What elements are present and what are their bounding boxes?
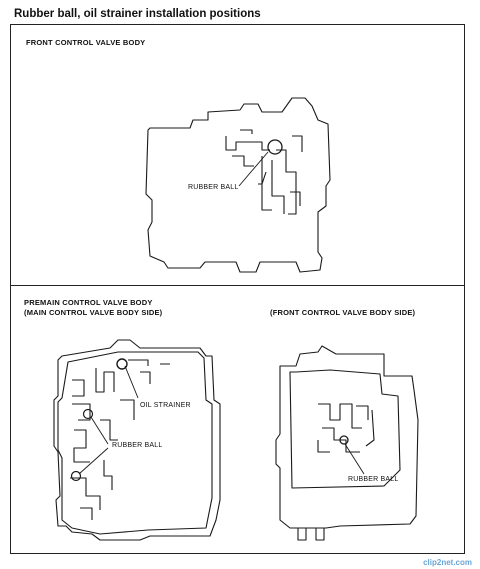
watermark: clip2net.com [423,558,472,567]
front-control-valve-body [145,97,331,273]
diagram-frame [10,24,465,554]
front-control-valve-body-side [275,345,419,541]
premain-control-valve-body [53,339,221,541]
front-section-heading: FRONT CONTROL VALVE BODY [26,38,146,47]
premain-rubber-ball-callout: RUBBER BALL [112,442,163,449]
premain-section-subheading: (MAIN CONTROL VALVE BODY SIDE) [24,308,163,317]
front-side-rubber-ball-callout: RUBBER BALL [348,476,399,483]
page-title: Rubber ball, oil strainer installation p… [14,8,261,20]
oil-strainer-callout: OIL STRAINER [140,402,191,409]
premain-section-heading: PREMAIN CONTROL VALVE BODY [24,298,153,307]
front-side-section-heading: (FRONT CONTROL VALVE BODY SIDE) [270,308,416,317]
front-rubber-ball-callout: RUBBER BALL [188,184,239,191]
section-divider [11,285,464,286]
